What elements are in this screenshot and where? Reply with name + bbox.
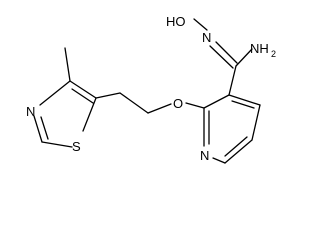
bond-c4-c5-inner [71,88,94,104]
bond-group [33,18,261,164]
bond-ch2-thiazole [95,92,121,99]
bond-c5-s [82,97,97,132]
bond-c4-methyl [64,47,71,82]
atom-label-thiazole-n: N [26,104,35,119]
molecule-structure: HO N NH 2 O N N S [26,14,276,164]
bond-c2-o [185,102,205,109]
atom-label-amide-subscript: 2 [271,49,276,59]
bond-c3-c4-inner [231,100,255,109]
bond-c4-c5 [69,80,97,99]
bond-n-c-double-a [209,45,234,69]
bond-s-c2 [41,141,73,148]
structure-svg: HO N NH 2 O N N S [26,14,276,164]
bond-o-ch2 [147,103,172,114]
bond-n3-c4 [39,80,71,106]
bond-c5-c6 [224,139,253,164]
atom-label-oxime-n: N [202,30,211,45]
atom-label-thiazole-s: S [72,139,81,154]
bond-c4-c5 [251,104,261,141]
bond-c6-n1 [212,157,226,164]
bond-c3-c4 [228,94,261,106]
bond-c2-n3 [33,115,43,143]
bond-c5-c6-inner [224,136,248,157]
bond-ch2-ch2 [119,92,149,114]
atom-label-amide-n: NH [250,41,269,56]
bond-amidine-c3 [228,65,237,96]
bond-c2-n3-inner [40,116,49,140]
atom-label-ether-o: O [173,96,183,111]
bond-c2-c3 [203,94,230,109]
atom-label-pyridine-n: N [200,148,209,163]
bond-o-n [193,18,208,31]
bond-c-nh2 [235,48,253,67]
atom-label-oxime-oh: HO [166,14,186,29]
bond-n-c-double-b [215,41,238,64]
